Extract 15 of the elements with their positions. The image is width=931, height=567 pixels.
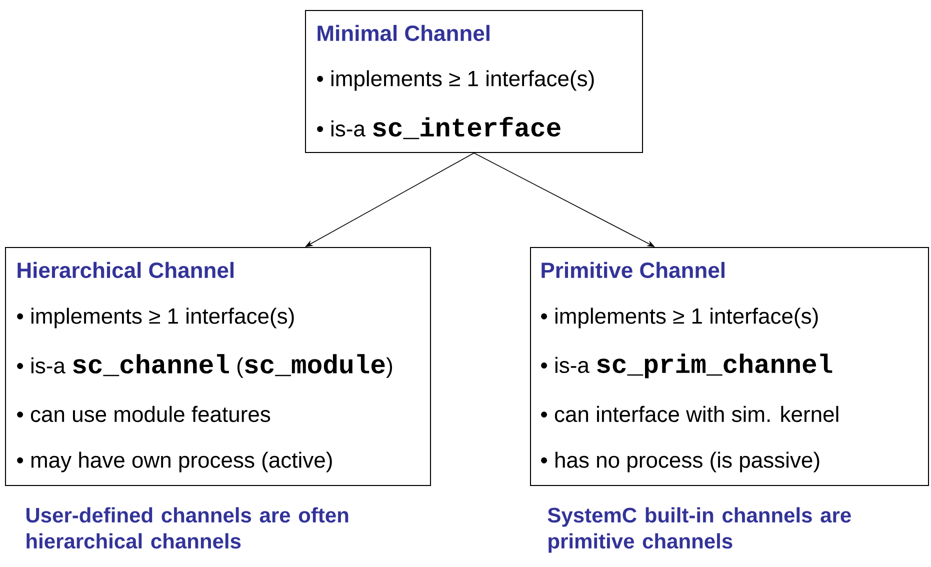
bullet-text: • may have own process (active) bbox=[17, 452, 332, 472]
bullet-text: • implements ≥ 1 interface(s) bbox=[317, 70, 594, 91]
bullet-text: • can use module features bbox=[17, 406, 270, 422]
bullet-text: • implements ≥ 1 interface(s) bbox=[541, 308, 818, 328]
box-heading: Primitive Channel bbox=[542, 262, 724, 278]
bullet-text: • has no process (is passive) bbox=[541, 452, 820, 472]
bullet-text: • is-a sc_interface bbox=[317, 116, 560, 140]
box-heading: Minimal Channel bbox=[318, 24, 490, 42]
box-heading: Hierarchical Channel bbox=[18, 262, 234, 278]
bullet-text: • can interface with sim. kernel bbox=[541, 406, 838, 422]
note-text: SystemC built-in channels are primitive channels bbox=[548, 507, 851, 553]
bullet-text: • implements ≥ 1 interface(s) bbox=[17, 308, 294, 328]
bullet-text: • is-a sc_prim_channel bbox=[541, 354, 832, 378]
note-text: User-defined channels are often hierarchical channels bbox=[26, 507, 348, 549]
bullet-text: • is-a sc_channel (sc_module) bbox=[17, 354, 392, 378]
